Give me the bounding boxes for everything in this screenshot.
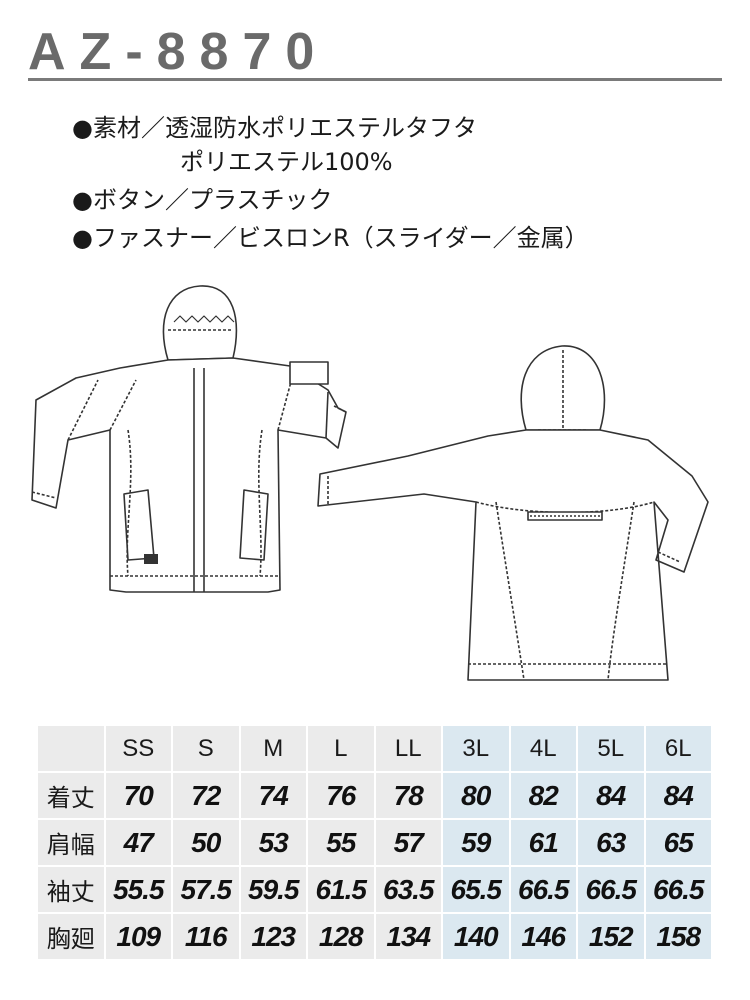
size-header: S — [173, 726, 239, 771]
size-header-row: SS S M L LL 3L 4L 5L 6L — [38, 726, 711, 771]
table-cell: 55 — [308, 820, 374, 865]
table-cell: 66.5 — [510, 867, 576, 912]
table-cell: 70 — [105, 773, 171, 818]
table-cell: 76 — [308, 773, 374, 818]
size-header: SS — [105, 726, 171, 771]
table-row: 胸廻 109 116 123 128 134 140 146 152 158 — [38, 914, 711, 959]
table-cell: 59.5 — [240, 867, 306, 912]
spec-zipper: ●ファスナー／ビスロンR（スライダー／金属） — [72, 224, 589, 252]
table-cell: 61 — [510, 820, 576, 865]
product-code: AZ-8870 — [28, 23, 329, 81]
jacket-back-icon — [317, 345, 709, 681]
table-row: 袖丈 55.5 57.5 59.5 61.5 63.5 65.5 66.5 66… — [38, 867, 711, 912]
table-cell: 78 — [375, 773, 441, 818]
table-cell: 66.5 — [645, 867, 711, 912]
size-header: M — [240, 726, 306, 771]
table-cell: 57.5 — [173, 867, 239, 912]
table-cell: 65.5 — [443, 867, 509, 912]
table-cell: 128 — [308, 914, 374, 959]
row-label: 肩幅 — [38, 820, 104, 865]
table-cell: 123 — [240, 914, 306, 959]
spec-material: ●素材／透湿防水ポリエステルタフタ — [72, 114, 477, 142]
table-cell: 53 — [240, 820, 306, 865]
table-cell: 66.5 — [578, 867, 644, 912]
table-cell: 63 — [578, 820, 644, 865]
table-cell: 109 — [105, 914, 171, 959]
jacket-front-icon — [31, 285, 347, 593]
table-row: 着丈 70 72 74 76 78 80 82 84 84 — [38, 773, 711, 818]
spec-material-detail: ポリエステル100% — [180, 148, 393, 176]
row-label: 袖丈 — [38, 867, 104, 912]
table-cell: 50 — [173, 820, 239, 865]
table-cell: 55.5 — [105, 867, 171, 912]
table-cell: 84 — [645, 773, 711, 818]
size-table: SS S M L LL 3L 4L 5L 6L 着丈 70 72 74 76 7… — [36, 724, 713, 961]
jacket-illustrations — [31, 285, 709, 681]
size-header: 3L — [443, 726, 509, 771]
table-cell: 158 — [645, 914, 711, 959]
table-cell: 72 — [173, 773, 239, 818]
table-cell: 65 — [645, 820, 711, 865]
table-row: 肩幅 47 50 53 55 57 59 61 63 65 — [38, 820, 711, 865]
table-cell: 80 — [443, 773, 509, 818]
size-header: 5L — [578, 726, 644, 771]
size-header: 4L — [510, 726, 576, 771]
row-label: 着丈 — [38, 773, 104, 818]
spec-button: ●ボタン／プラスチック — [72, 186, 333, 214]
table-corner-cell — [38, 726, 104, 771]
row-label: 胸廻 — [38, 914, 104, 959]
table-cell: 82 — [510, 773, 576, 818]
title-underline — [28, 78, 722, 81]
size-header: L — [308, 726, 374, 771]
size-header: LL — [375, 726, 441, 771]
table-cell: 84 — [578, 773, 644, 818]
table-cell: 152 — [578, 914, 644, 959]
table-cell: 140 — [443, 914, 509, 959]
table-cell: 57 — [375, 820, 441, 865]
table-cell: 74 — [240, 773, 306, 818]
size-header: 6L — [645, 726, 711, 771]
table-cell: 63.5 — [375, 867, 441, 912]
table-cell: 146 — [510, 914, 576, 959]
table-cell: 116 — [173, 914, 239, 959]
table-cell: 59 — [443, 820, 509, 865]
table-cell: 134 — [375, 914, 441, 959]
table-cell: 61.5 — [308, 867, 374, 912]
table-cell: 47 — [105, 820, 171, 865]
